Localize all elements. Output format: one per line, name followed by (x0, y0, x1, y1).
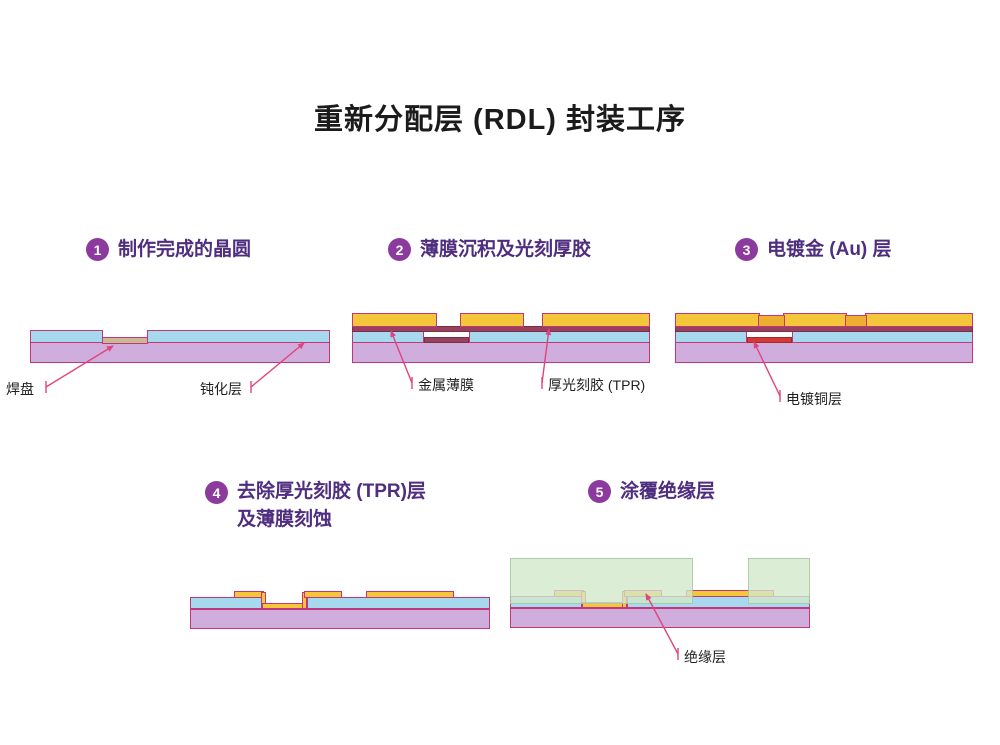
photoresist-block-2 (783, 313, 847, 327)
step1-title: 制作完成的晶圆 (118, 239, 252, 260)
page-title: 重新分配层 (RDL) 封装工序 (313, 104, 687, 136)
metal-trace-dip (262, 603, 307, 609)
photoresist-block-1 (675, 313, 760, 327)
step2-title: 薄膜沉积及光刻厚胶 (420, 239, 592, 260)
substrate-layer (30, 342, 330, 363)
photoresist-block-3 (865, 313, 973, 327)
step4-title-line1: 去除厚光刻胶 (TPR)层 (237, 481, 426, 502)
step2-header: 2 薄膜沉积及光刻厚胶 (388, 236, 591, 264)
step1-header: 1 制作完成的晶圆 (86, 236, 251, 264)
passivation-layer-right (792, 331, 973, 343)
passivation-layer-left (352, 331, 424, 343)
substrate-layer (510, 608, 810, 628)
annotation-metal-film: 金属薄膜 (418, 377, 474, 393)
annotation-bond-pad: 焊盘 (6, 381, 34, 397)
step4-number-badge: 4 (205, 481, 228, 504)
annotation-passivation: 钝化层 (200, 381, 242, 397)
step4-header: 4 去除厚光刻胶 (TPR)层 及薄膜刻蚀 (205, 478, 426, 533)
passivation-layer-left (675, 331, 747, 343)
step3-header: 3 电镀金 (Au) 层 (735, 236, 892, 264)
annotation-insulation: 绝缘层 (684, 649, 726, 665)
plated-copper-dip (747, 337, 792, 343)
step5-header: 5 涂覆绝缘层 (588, 478, 715, 506)
metal-trace-stub (234, 591, 264, 598)
insulation-layer-right (748, 558, 810, 604)
step4-title-line2: 及薄膜刻蚀 (237, 508, 333, 530)
step5-number-badge: 5 (588, 480, 611, 504)
plated-gold-fill-2 (845, 315, 867, 327)
step3-title: 电镀金 (Au) 层 (767, 239, 892, 260)
photoresist-block-2 (460, 313, 524, 327)
diagram-step1-wafer (30, 330, 330, 363)
passivation-layer-right (469, 331, 650, 343)
step3-number-badge: 3 (735, 238, 758, 262)
annotation-thick-photoresist: 厚光刻胶 (TPR) (548, 377, 646, 393)
metal-trace-flat-1 (304, 591, 342, 598)
step2-number-badge: 2 (388, 238, 411, 262)
step4-title: 去除厚光刻胶 (TPR)层 及薄膜刻蚀 (237, 478, 426, 533)
passivation-layer-right (307, 597, 490, 609)
metal-thin-film-dip (424, 337, 469, 343)
passivation-layer-left (30, 330, 103, 343)
plated-gold-fill-1 (758, 315, 785, 327)
insulation-layer-left (510, 558, 693, 604)
diagram-step5-wafer (510, 558, 810, 628)
photoresist-block-3 (542, 313, 650, 327)
substrate-layer (675, 342, 973, 363)
diagram-step2-wafer (352, 313, 650, 363)
step1-number-badge: 1 (86, 238, 109, 262)
step5-title: 涂覆绝缘层 (620, 481, 716, 502)
substrate-layer (190, 609, 490, 629)
diagram-step3-wafer (675, 313, 973, 363)
substrate-layer (352, 342, 650, 363)
annotation-plated-copper: 电镀铜层 (786, 391, 842, 407)
photoresist-block-1 (352, 313, 437, 327)
bond-pad-strip (102, 337, 148, 344)
diagram-step4-wafer (190, 583, 490, 629)
metal-trace-flat-2 (366, 591, 454, 598)
passivation-layer-left (190, 597, 262, 609)
passivation-layer-right (147, 330, 330, 343)
